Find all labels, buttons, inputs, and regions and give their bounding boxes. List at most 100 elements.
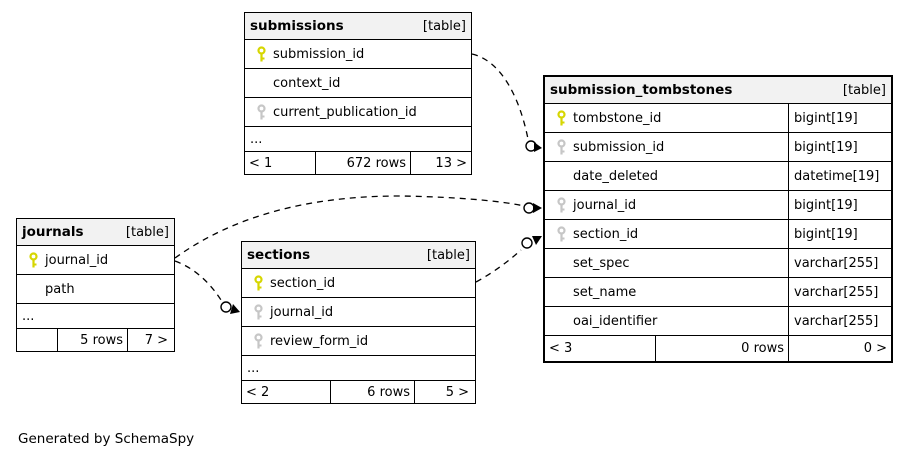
primary-key-icon [246, 269, 270, 297]
column-type: varchar[255] [788, 249, 891, 277]
table-header[interactable]: journals [table] [17, 219, 174, 246]
child-count: 13 > [410, 152, 471, 174]
zero-or-one-marker [523, 202, 535, 214]
column-name: tombstone_id [573, 110, 662, 126]
column-row-path[interactable]: path [17, 275, 174, 304]
column-name: review_form_id [270, 333, 369, 349]
foreign-key-icon [246, 327, 270, 355]
table-submissions[interactable]: submissions [table] submission_id contex… [244, 12, 472, 175]
column-type: datetime[19] [788, 162, 891, 190]
no-key-spacer [21, 275, 45, 303]
column-name: set_name [573, 284, 637, 300]
relationship-arrowhead [532, 236, 542, 245]
zero-or-one-marker [220, 301, 232, 313]
relationship-arrowhead [230, 304, 240, 314]
parent-count: < 1 [249, 155, 273, 171]
column-row-section_id[interactable]: section_id bigint[19] [545, 220, 891, 249]
zero-or-one-marker [521, 237, 533, 249]
column-name: section_id [270, 275, 336, 291]
zero-or-one-marker [525, 140, 537, 152]
table-title: submission_tombstones [550, 82, 733, 98]
column-name: path [45, 281, 75, 297]
parent-count: < 2 [246, 384, 270, 400]
no-key-spacer [249, 69, 273, 97]
more-columns-ellipsis: ... [17, 304, 174, 329]
row-count: 6 rows [330, 381, 414, 403]
column-row-journal_id[interactable]: journal_id bigint[19] [545, 191, 891, 220]
table-journals[interactable]: journals [table] journal_id path ... 5 r… [16, 218, 175, 352]
column-name: oai_identifier [573, 313, 658, 329]
more-columns-ellipsis: ... [242, 356, 475, 381]
table-type-tag: [table] [422, 18, 466, 34]
generated-by-note: Generated by SchemaSpy [18, 431, 195, 447]
child-count: 5 > [414, 381, 473, 403]
parent-count: < 3 [549, 341, 573, 356]
column-row-review_form_id[interactable]: review_form_id [242, 327, 475, 356]
table-type-tag: [table] [125, 224, 169, 240]
foreign-key-icon [249, 98, 273, 126]
no-key-spacer [549, 278, 573, 306]
table-footer: < 3 0 rows 0 > [545, 336, 891, 361]
parent-count [17, 329, 57, 351]
foreign-key-icon [549, 191, 573, 219]
column-row-date_deleted[interactable]: date_deleted datetime[19] [545, 162, 891, 191]
column-row-set_spec[interactable]: set_spec varchar[255] [545, 249, 891, 278]
column-type: varchar[255] [788, 278, 891, 306]
column-row-tombstone_id[interactable]: tombstone_id bigint[19] [545, 104, 891, 133]
table-title: submissions [250, 18, 344, 34]
column-type: bigint[19] [788, 220, 891, 248]
column-type: bigint[19] [788, 191, 891, 219]
column-row-context_id[interactable]: context_id [245, 69, 471, 98]
table-title: sections [247, 247, 311, 263]
column-type: varchar[255] [788, 307, 891, 335]
column-name: journal_id [270, 304, 334, 320]
column-row-section_id[interactable]: section_id [242, 269, 475, 298]
column-name: context_id [273, 75, 341, 91]
table-header[interactable]: sections [table] [242, 242, 475, 269]
column-row-submission_id[interactable]: submission_id [245, 40, 471, 69]
row-count: 672 rows [315, 152, 410, 174]
more-columns-ellipsis: ... [245, 127, 471, 152]
row-count: 0 rows [655, 336, 788, 361]
column-type: bigint[19] [788, 133, 891, 161]
table-type-tag: [table] [842, 82, 886, 98]
row-count: 5 rows [57, 329, 127, 351]
column-name: submission_id [573, 139, 665, 155]
table-footer: 5 rows 7 > [17, 329, 174, 351]
column-name: current_publication_id [273, 104, 417, 120]
no-key-spacer [549, 162, 573, 190]
relationship-line-sections-tombstones [475, 249, 522, 283]
no-key-spacer [549, 307, 573, 335]
child-count: 0 > [788, 336, 891, 361]
foreign-key-icon [246, 298, 270, 326]
primary-key-icon [549, 104, 573, 132]
foreign-key-icon [549, 220, 573, 248]
table-submission_tombstones[interactable]: submission_tombstones [table] tombstone_… [543, 75, 893, 363]
foreign-key-icon [549, 133, 573, 161]
relationship-line-submissions-tombstones [471, 53, 529, 140]
relationship-arrowhead [534, 142, 542, 152]
column-row-journal_id[interactable]: journal_id [17, 246, 174, 275]
column-name: journal_id [573, 197, 637, 213]
table-header[interactable]: submission_tombstones [table] [545, 77, 891, 104]
no-key-spacer [549, 249, 573, 277]
primary-key-icon [21, 246, 45, 274]
table-sections[interactable]: sections [table] section_id journal_id r… [241, 241, 476, 404]
column-name: section_id [573, 226, 639, 242]
table-title: journals [22, 224, 84, 240]
column-row-journal_id[interactable]: journal_id [242, 298, 475, 327]
relationship-arrowhead [533, 203, 542, 213]
column-name: date_deleted [573, 168, 659, 184]
column-row-current_publication_id[interactable]: current_publication_id [245, 98, 471, 127]
table-header[interactable]: submissions [table] [245, 13, 471, 40]
column-name: submission_id [273, 46, 365, 62]
column-type: bigint[19] [788, 104, 891, 132]
table-type-tag: [table] [426, 247, 470, 263]
table-footer: < 2 6 rows 5 > [242, 381, 475, 403]
column-row-oai_identifier[interactable]: oai_identifier varchar[255] [545, 307, 891, 336]
table-footer: < 1 672 rows 13 > [245, 152, 471, 174]
column-row-set_name[interactable]: set_name varchar[255] [545, 278, 891, 307]
column-row-submission_id[interactable]: submission_id bigint[19] [545, 133, 891, 162]
child-count: 7 > [127, 329, 172, 351]
